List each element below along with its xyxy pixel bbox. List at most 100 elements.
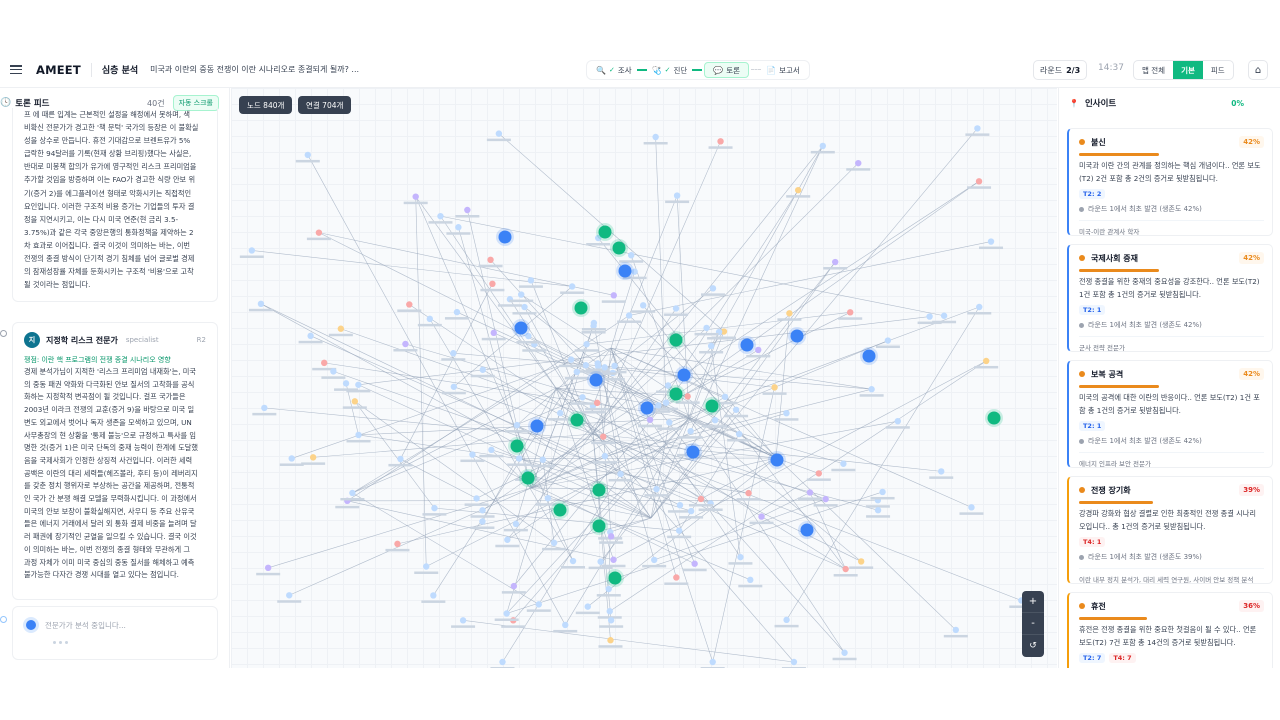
graph-node[interactable] [879,488,886,496]
key-graph-node[interactable] [740,338,754,352]
key-graph-node[interactable] [553,503,567,517]
graph-node[interactable] [666,419,673,426]
graph-node[interactable] [594,360,601,367]
graph-node[interactable] [976,303,983,311]
graph-node[interactable] [601,364,608,371]
graph-node[interactable] [606,608,613,615]
graph-node[interactable] [745,489,752,497]
key-graph-node[interactable] [790,329,804,343]
graph-node[interactable] [426,315,434,323]
graph-node[interactable] [653,485,660,493]
graph-node[interactable] [488,446,495,454]
graph-node[interactable] [406,301,413,308]
key-graph-node[interactable] [770,453,784,467]
graph-node[interactable] [479,518,486,525]
graph-node[interactable] [355,431,362,439]
graph-node[interactable] [321,359,328,367]
key-graph-node[interactable] [612,241,626,255]
graph-node[interactable] [732,406,740,413]
graph-node[interactable] [342,380,350,387]
graph-node[interactable] [952,626,960,634]
graph-node[interactable] [394,540,401,548]
graph-node[interactable] [737,553,744,561]
step-diagnosis[interactable]: 🩺 ✓ 진단 [649,62,691,78]
graph-node[interactable] [412,193,419,200]
key-graph-node[interactable] [589,373,603,387]
graph-node[interactable] [286,592,293,599]
graph-node[interactable] [607,533,615,540]
key-graph-node[interactable] [514,321,528,335]
graph-node[interactable] [315,229,323,236]
graph-node[interactable] [544,495,552,502]
key-graph-node[interactable] [618,264,632,278]
graph-node[interactable] [489,280,496,288]
graph-node[interactable] [513,421,521,429]
graph-node[interactable] [735,430,743,438]
key-graph-node[interactable] [598,225,612,239]
graph-node[interactable] [459,617,467,624]
graph-node[interactable] [437,212,444,220]
graph-node[interactable] [628,252,635,259]
graph-node[interactable] [600,433,607,440]
step-report[interactable]: 📄 보고서 [763,62,803,78]
graph-node[interactable] [758,513,765,520]
key-graph-node[interactable] [608,571,622,585]
graph-node[interactable] [855,159,862,167]
graph-node[interactable] [655,402,662,409]
graph-node[interactable] [579,394,586,401]
graph-node[interactable] [884,337,892,344]
graph-node[interactable] [684,393,691,400]
insight-card[interactable]: 보복 공격 42% 미국의 공격에 대한 이란의 반응이다.. 언론 보도(T2… [1067,360,1273,468]
graph-node[interactable] [673,574,680,581]
zoom-out-button[interactable]: - [1022,613,1044,635]
insight-card[interactable]: 국제사회 중재 42% 전쟁 종결을 위한 중재의 중요성을 강조한다.. 언론… [1067,244,1273,352]
graph-node[interactable] [495,130,503,137]
graph-node[interactable] [790,658,798,666]
graph-node[interactable] [521,303,528,311]
graph-node[interactable] [938,468,945,475]
graph-node[interactable] [672,305,680,312]
graph-node[interactable] [573,368,581,376]
graph-node[interactable] [473,495,480,502]
graph-node[interactable] [747,576,754,584]
graph-node[interactable] [926,313,933,320]
key-graph-node[interactable] [498,230,512,244]
graph-node[interactable] [503,610,510,617]
key-graph-node[interactable] [640,401,654,415]
graph-node[interactable] [490,329,497,337]
graph-node[interactable] [822,495,829,503]
graph-node[interactable] [479,507,486,514]
graph-node[interactable] [840,460,847,467]
tab-full-map[interactable]: 맵 전체 [1142,65,1166,75]
graph-node[interactable] [857,558,865,565]
step-debate[interactable]: 💬 토론 [704,62,750,78]
graph-node[interactable] [590,319,598,327]
graph-node[interactable] [842,565,849,573]
graph-node[interactable] [550,539,558,547]
graph-node[interactable] [556,409,564,417]
graph-node[interactable] [264,564,272,572]
graph-node[interactable] [707,342,715,350]
graph-node[interactable] [499,658,506,666]
graph-node[interactable] [610,292,617,299]
key-graph-node[interactable] [510,439,524,453]
graph-node[interactable] [841,649,848,656]
graph-node[interactable] [806,489,814,496]
graph-node[interactable] [431,504,438,512]
graph-node[interactable] [584,603,591,610]
graph-node[interactable] [709,285,717,292]
graph-node[interactable] [562,621,569,629]
brand-logo[interactable]: AMEET [36,62,81,77]
graph-node[interactable] [464,206,471,214]
graph-node[interactable] [569,557,577,565]
key-graph-node[interactable] [862,349,876,363]
graph-node[interactable] [423,563,430,570]
graph-node[interactable] [687,507,695,515]
reset-view-button[interactable]: ↺ [1029,641,1037,651]
graph-node[interactable] [257,300,265,308]
graph-node[interactable] [795,186,802,194]
graph-node[interactable] [288,455,295,462]
tab-basic[interactable]: 기본 [1173,61,1203,79]
key-graph-node[interactable] [592,519,606,533]
graph-node[interactable] [720,328,728,335]
